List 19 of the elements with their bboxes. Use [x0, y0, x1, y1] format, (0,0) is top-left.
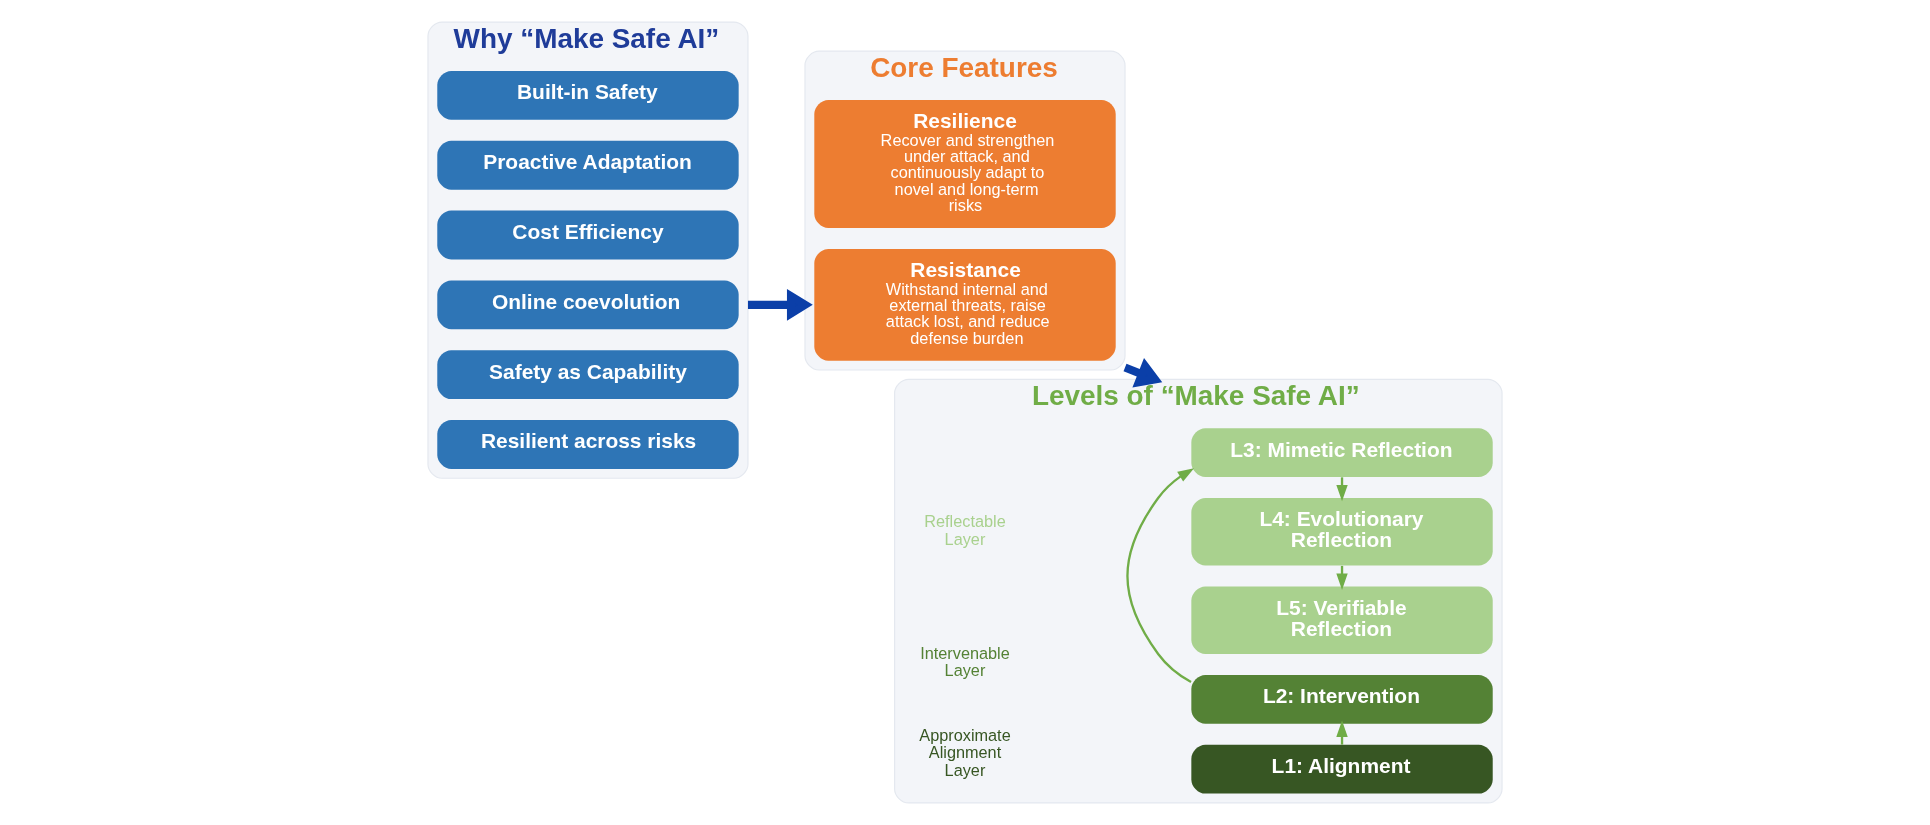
label: Reflectable Layer [924, 512, 1006, 548]
node-box: Resilience Recover and strengthen under attack, and continuously adapt to novel and long-term risks [814, 100, 1116, 229]
node-box: Resilient across risks [437, 420, 739, 469]
node-box: L3: Mimetic Reflection [1191, 428, 1493, 478]
node-box: L4: Evolutionary Reflection [1191, 498, 1493, 566]
node-box: Built-in Safety [437, 70, 739, 120]
label: Intervenable Layer [920, 643, 1010, 680]
arrow [747, 289, 813, 321]
node-box: L2: Intervention [1191, 674, 1493, 724]
arrow [1123, 358, 1163, 388]
node-box: Online coevolution [437, 280, 739, 330]
node-box: L1: Alignment [1191, 744, 1493, 794]
node-box: Proactive Adaptation [437, 140, 739, 190]
node-box: Resistance Withstand internal and external threats, raise attack lost, and reduce defense burden [814, 249, 1116, 361]
node-box: L5: Verifiable Reflection [1191, 586, 1493, 654]
arrow [1126, 468, 1195, 683]
node-box: Safety as Capability [437, 350, 739, 400]
label: Approximate Alignment Layer [919, 725, 1011, 779]
node-box: Cost Efficiency [437, 210, 739, 260]
